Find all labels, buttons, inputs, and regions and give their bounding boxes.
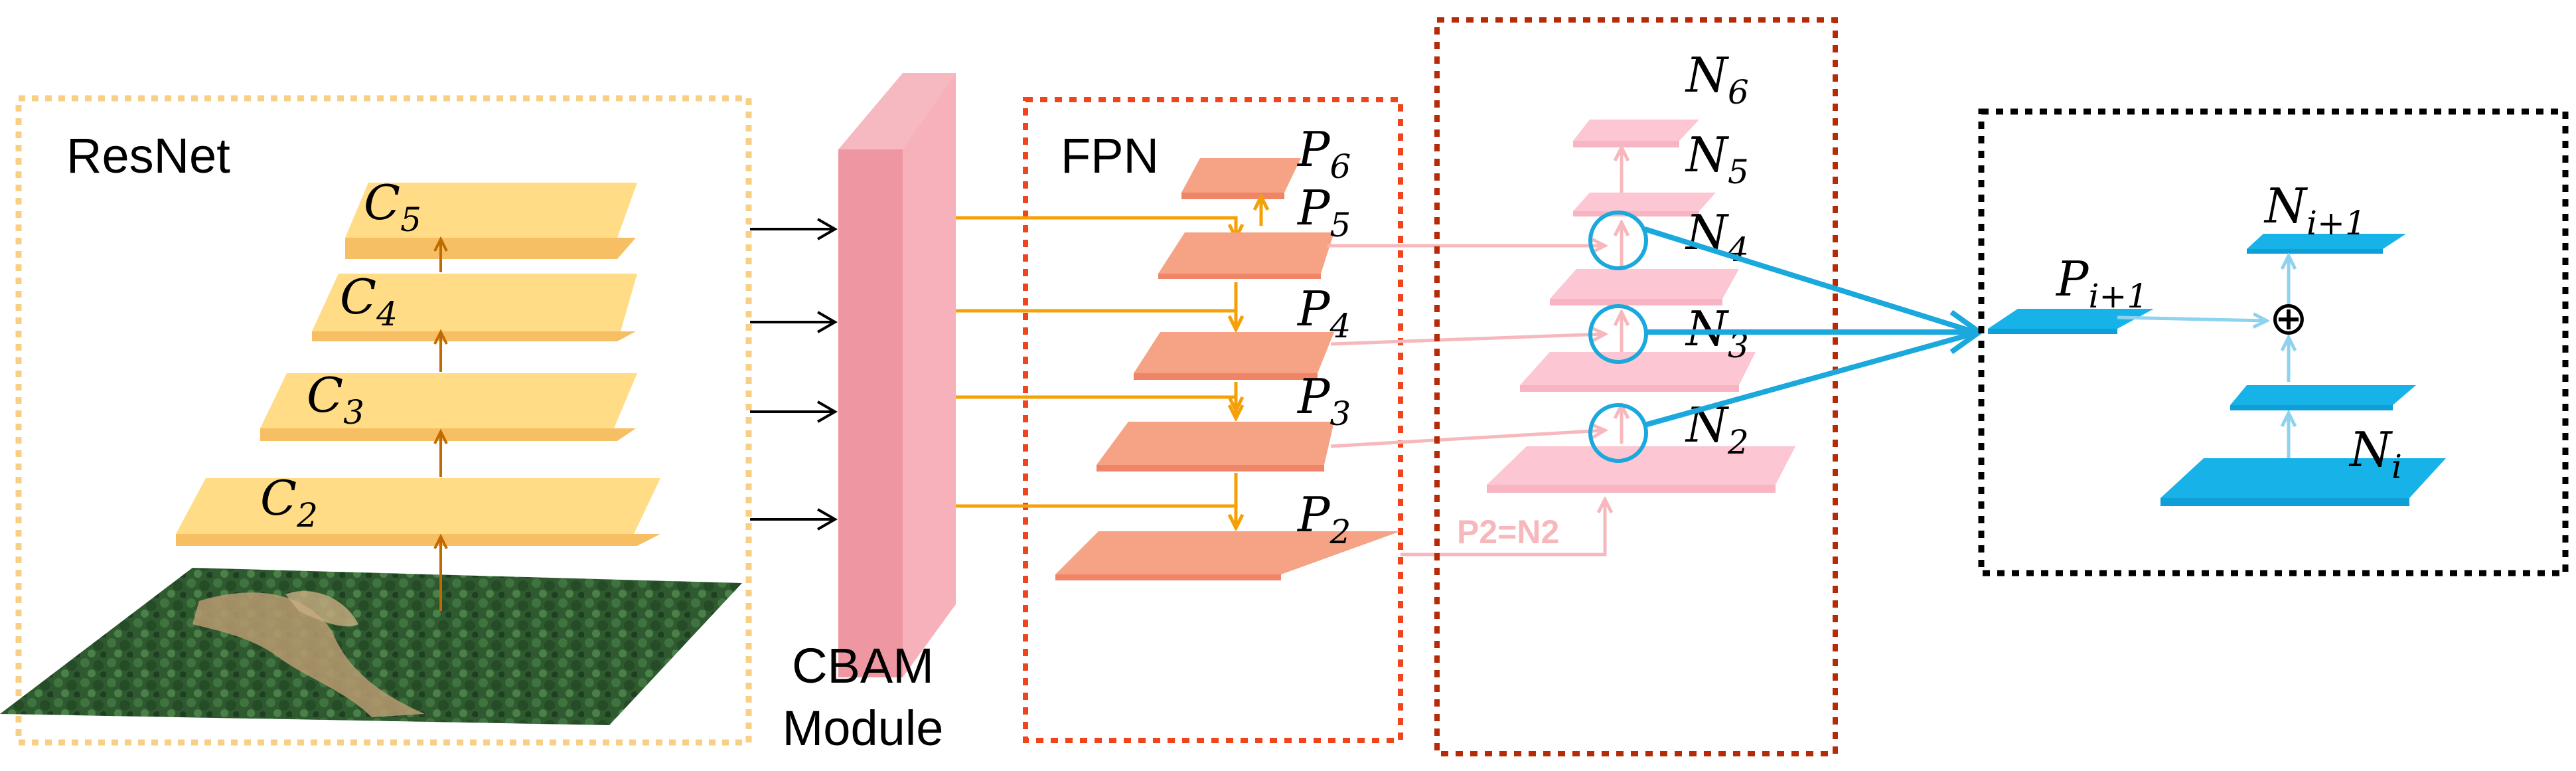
pan-layer-n6 — [1573, 120, 1699, 147]
detail-layer-n-i — [2160, 458, 2446, 506]
label-n-i-plus-1: Ni+1 — [2263, 178, 2366, 242]
fpn-layer-p4 — [1134, 332, 1334, 380]
label-c3: C3 — [307, 367, 364, 432]
detail-layer-mid — [2230, 385, 2416, 410]
fpn-layer-p6 — [1181, 158, 1301, 199]
resnet-layer-c5 — [345, 183, 637, 259]
fpn-layer-p5 — [1158, 232, 1334, 279]
detail-layer-n-next — [2247, 234, 2406, 254]
label-p6: P6 — [1296, 122, 1351, 186]
fpn-layer-p3 — [1097, 422, 1334, 471]
label-p-i-plus-1: Pi+1 — [2055, 251, 2148, 315]
resnet-layer-c2 — [176, 478, 660, 546]
pan-to-detail-arrows — [1643, 226, 1984, 428]
detail-arrows — [2117, 256, 2289, 458]
fpn-panel — [1023, 97, 1403, 743]
resnet-layer-c3 — [260, 373, 637, 441]
label-p4: P4 — [1296, 281, 1351, 345]
label-c2: C2 — [260, 470, 318, 535]
label-p2: P2 — [1296, 487, 1351, 551]
cbam-label-line2: Module — [783, 701, 944, 756]
cbam-label-line1: CBAM — [792, 638, 934, 693]
detail-layer-p-next — [1988, 309, 2154, 334]
pan-layer-n3 — [1520, 352, 1756, 392]
satellite-image — [0, 568, 742, 725]
resnet-to-cbam-arrows — [750, 218, 838, 531]
resnet-panel — [15, 95, 752, 746]
p2-equals-n2-label: P2=N2 — [1457, 513, 1559, 551]
fpn-layer-p2 — [1055, 531, 1401, 580]
label-n6: N6 — [1685, 47, 1749, 112]
label-n-i: Ni — [2348, 422, 2402, 486]
label-c4: C4 — [340, 269, 398, 333]
pan-layer-n2 — [1487, 446, 1795, 493]
cbam-module-block — [838, 73, 956, 677]
resnet-layer-c4 — [312, 274, 637, 341]
pan-panel — [1434, 17, 1838, 756]
label-c5: C5 — [364, 175, 421, 239]
label-n5: N5 — [1685, 127, 1749, 191]
fpn-to-pan-arrows — [1327, 246, 1605, 557]
pan-merge-circles — [1588, 211, 1648, 463]
fpn-top-down-arrows — [1236, 197, 1261, 528]
pan-layer-n4 — [1550, 269, 1739, 305]
fpn-title: FPN — [1061, 128, 1159, 183]
label-p5: P5 — [1296, 180, 1351, 244]
label-p3: P3 — [1296, 369, 1351, 433]
resnet-title: ResNet — [66, 128, 230, 183]
detail-panel — [1978, 108, 2569, 576]
sum-operator-icon: ⊕ — [2269, 292, 2309, 344]
label-n4: N4 — [1685, 205, 1749, 269]
